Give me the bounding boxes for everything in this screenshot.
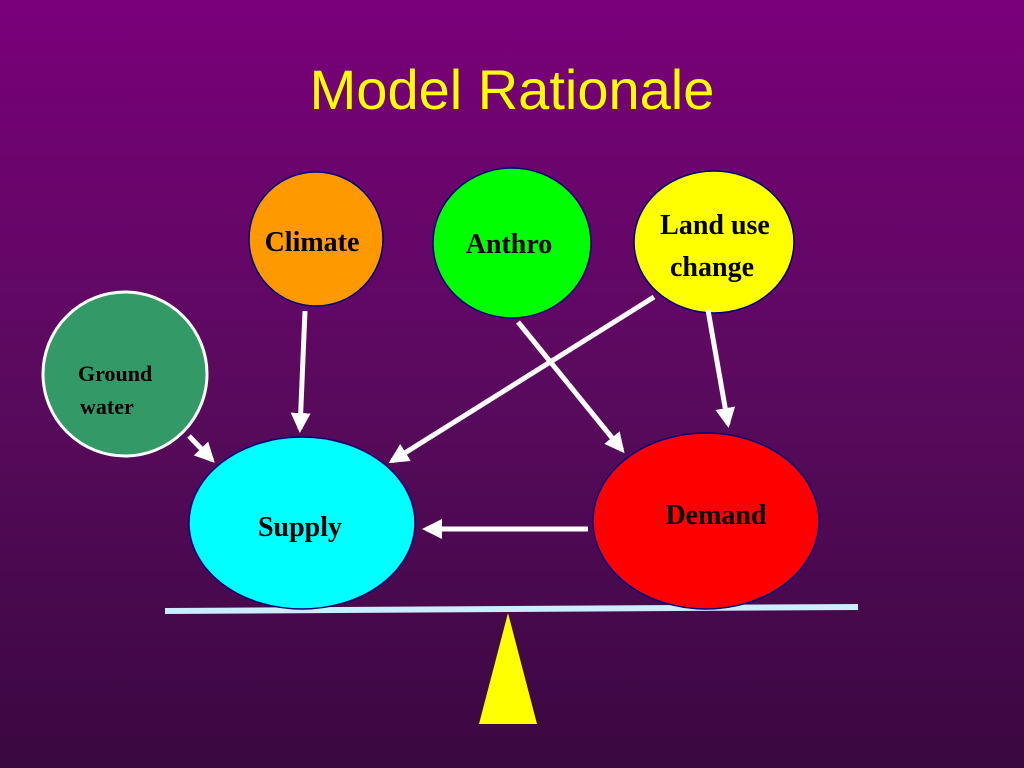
climate-node: Climate: [248, 171, 384, 307]
anthro-label: Anthro: [466, 229, 553, 260]
ground-water-label-line2: water: [80, 394, 134, 419]
land-use-change-label-line2: change: [670, 252, 754, 283]
demand-node: Demand: [592, 432, 820, 610]
ground-water-circle: [41, 290, 209, 458]
land-use-change-circle: [633, 170, 795, 314]
arrow-landuse-to-supply: [388, 294, 656, 464]
ground-water-node: Ground water: [41, 290, 209, 458]
supply-circle: [188, 436, 416, 610]
land-use-change-node: Land use change: [633, 170, 795, 314]
anthro-circle: [432, 167, 592, 319]
supply-label: Supply: [258, 512, 342, 543]
demand-label: Demand: [665, 500, 767, 531]
arrow-anthro-to-demand: [516, 320, 625, 454]
arrow-climate-to-supply: [290, 310, 311, 433]
fulcrum-triangle: [479, 613, 537, 724]
land-use-change-label-line1: Land use: [660, 210, 770, 241]
supply-node: Supply: [188, 436, 416, 610]
arrow-landuse-to-demand: [705, 309, 736, 428]
arrow-groundwater-to-supply: [187, 434, 215, 463]
slide-title: Model Rationale: [309, 58, 715, 121]
climate-label: Climate: [265, 227, 360, 258]
anthro-node: Anthro: [432, 167, 592, 319]
climate-circle: [248, 171, 384, 307]
balance-beam: [164, 604, 859, 614]
demand-circle: [592, 432, 820, 610]
ground-water-label-line1: Ground: [78, 361, 152, 386]
